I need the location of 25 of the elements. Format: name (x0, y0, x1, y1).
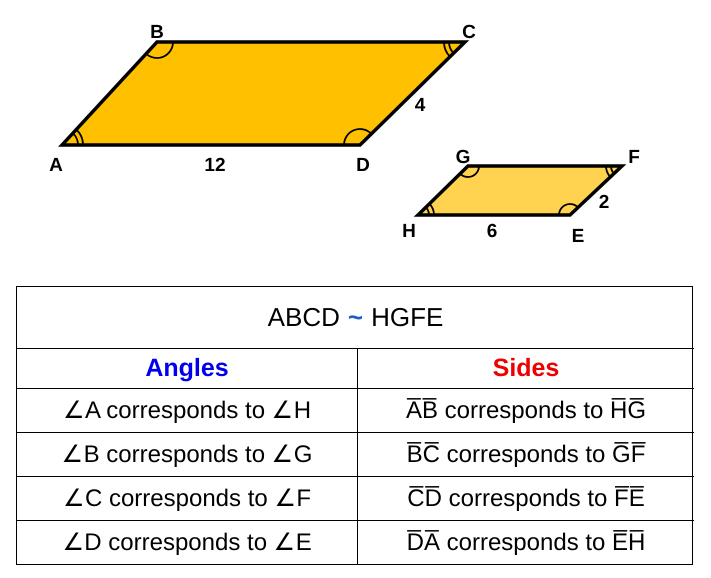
vertex-label: C (462, 22, 476, 44)
vertex-label: B (150, 22, 164, 44)
table-cell-text: ∠B corresponds to ∠G (62, 440, 312, 469)
vertex-label: 6 (486, 221, 498, 243)
vertex-label: 12 (204, 155, 226, 177)
column-header: Angles (145, 354, 229, 383)
side-length: 4 (414, 95, 426, 117)
similarity-statement: HGFE (371, 302, 444, 333)
side-length: E (572, 226, 584, 248)
table-cell-text: ∠D corresponds to ∠E (62, 528, 312, 557)
vertex-label: H (402, 221, 416, 243)
table-cell-text: D̅A̅ corresponds to E̅H̅ (406, 528, 646, 556)
vertex-label: A (49, 155, 63, 177)
vertex-label: F (628, 147, 640, 169)
vertex-label: G (456, 147, 470, 169)
table-cell-text: ∠C corresponds to ∠F (62, 484, 312, 513)
table-cell-text: A̅B̅ corresponds to H̅G̅ (406, 396, 646, 424)
table-cell-text: C̅D̅ corresponds to F̅E̅ (407, 484, 645, 512)
table-cell-text: B̅C̅ corresponds to G̅F̅ (406, 440, 646, 468)
table-cell-text: ∠A corresponds to ∠H (62, 396, 312, 425)
similarity-statement: ABCD (268, 302, 340, 333)
side-length: 2 (598, 192, 610, 214)
side-length: D (356, 155, 370, 177)
similarity-symbol: ~ (348, 302, 364, 333)
column-header: Sides (492, 354, 560, 383)
